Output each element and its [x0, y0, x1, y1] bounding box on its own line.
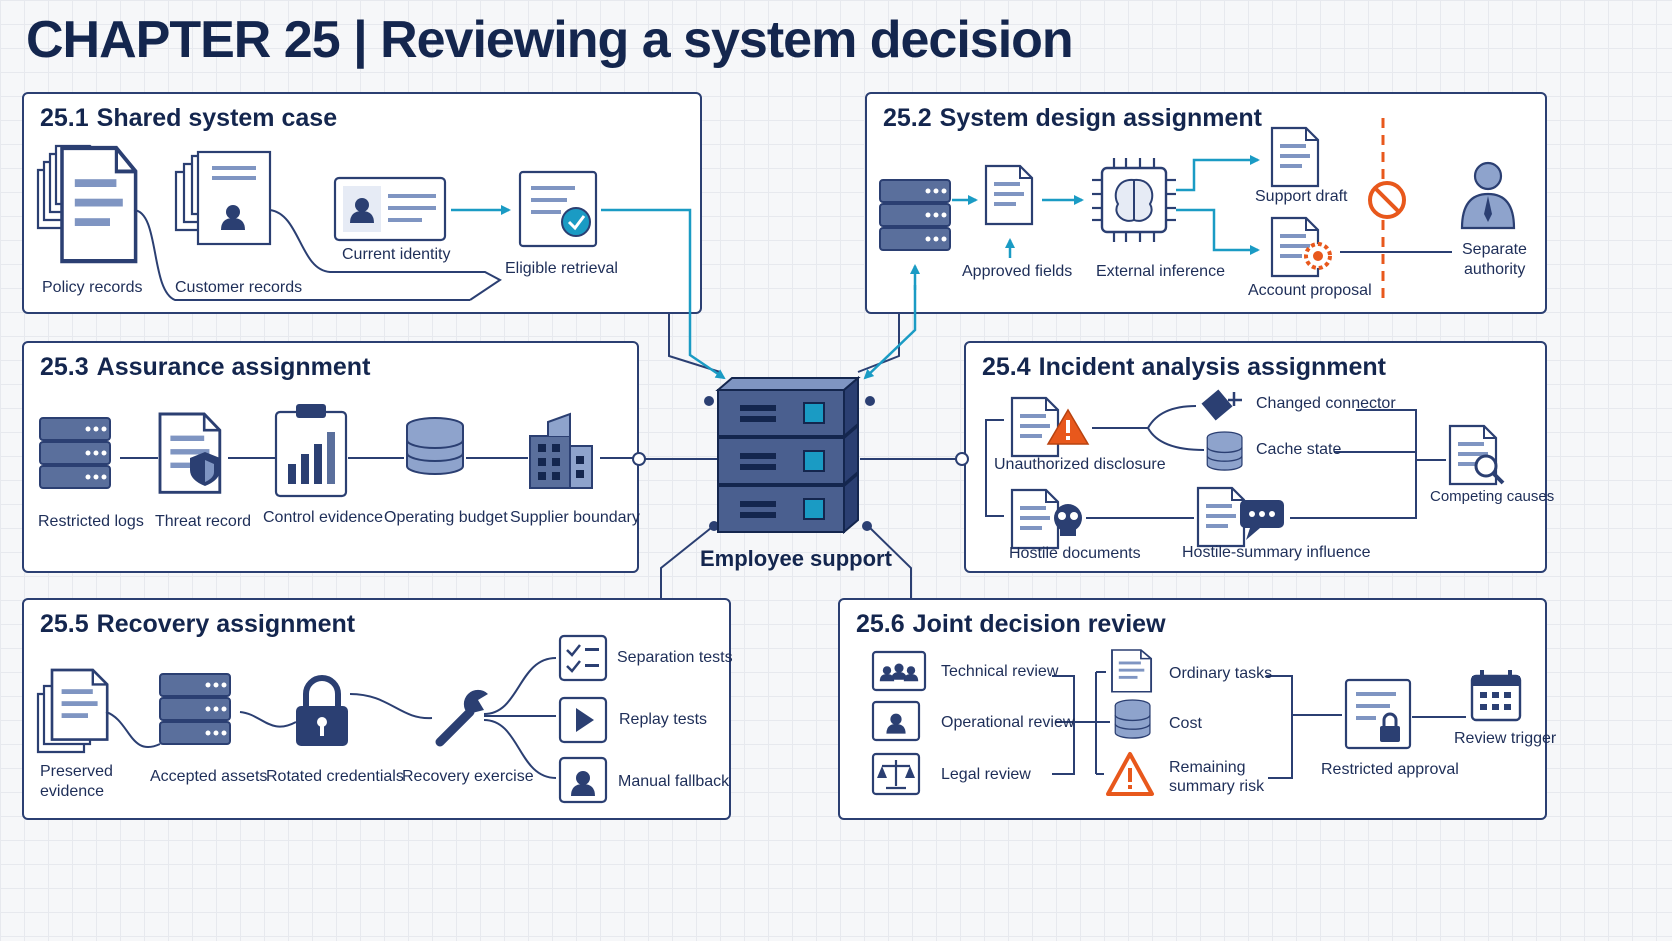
operating-budget-label: Operating budget	[384, 509, 508, 526]
section-number: 25.5	[40, 610, 89, 638]
unauthorized-disclosure-label: Unauthorized disclosure	[994, 456, 1166, 473]
legal-review-label: Legal review	[941, 766, 1031, 783]
separation-tests-label: Separation tests	[617, 649, 733, 666]
control-evidence-label: Control evidence	[263, 509, 384, 526]
section-number: 25.2	[883, 104, 932, 132]
hostile-documents-label: Hostile documents	[1009, 545, 1141, 562]
section-number: 25.6	[856, 610, 905, 638]
recovery-exercise-label: Recovery exercise	[402, 768, 534, 785]
section-title: Assurance assignment	[96, 353, 371, 381]
threat-record-label: Threat record	[155, 513, 252, 530]
technical-review-label: Technical review	[941, 663, 1059, 680]
remaining-risk-label-2: summary risk	[1169, 778, 1265, 795]
section-title: System design assignment	[939, 104, 1262, 132]
remaining-risk-label-1: Remaining	[1169, 759, 1246, 776]
restricted-approval-label: Restricted approval	[1321, 761, 1459, 778]
customer-records-label: Customer records	[175, 279, 303, 296]
section-number: 25.4	[982, 353, 1031, 381]
preserved-evidence-label-2: evidence	[40, 783, 105, 800]
replay-tests-label: Replay tests	[619, 711, 708, 728]
support-draft-label: Support draft	[1255, 188, 1348, 205]
hostile-summary-label: Hostile-summary influence	[1182, 544, 1371, 561]
section-title: Joint decision review	[912, 610, 1166, 638]
page-title: CHAPTER 25 | Reviewing a system decision	[26, 11, 1074, 69]
link-s1-center	[668, 314, 721, 373]
ordinary-tasks-label: Ordinary tasks	[1169, 665, 1273, 682]
approved-fields-label: Approved fields	[962, 263, 1073, 280]
separate-authority-label-2: authority	[1464, 261, 1526, 278]
preserved-evidence-label-1: Preserved	[40, 763, 113, 780]
section-title: Recovery assignment	[96, 610, 356, 638]
server-stack-icon	[715, 375, 861, 535]
separate-authority-label-1: Separate	[1462, 241, 1527, 258]
accepted-assets-label: Accepted assets	[150, 768, 268, 785]
cache-state-label: Cache state	[1256, 441, 1342, 458]
eligible-retrieval-label: Eligible retrieval	[505, 260, 618, 277]
restricted-logs-label: Restricted logs	[38, 513, 144, 530]
section-number: 25.1	[40, 104, 89, 132]
changed-connector-label: Changed connector	[1256, 395, 1396, 412]
manual-fallback-label: Manual fallback	[618, 773, 730, 790]
cost-label: Cost	[1169, 715, 1202, 732]
review-trigger-label: Review trigger	[1454, 730, 1557, 747]
section-number: 25.3	[40, 353, 89, 381]
rotated-credentials-label: Rotated credentials	[266, 768, 404, 785]
policy-records-label: Policy records	[42, 279, 143, 296]
section-title: Shared system case	[96, 104, 338, 132]
employee-support-label: Employee support	[700, 546, 892, 571]
current-identity-label: Current identity	[342, 246, 451, 263]
section-title: Incident analysis assignment	[1038, 353, 1387, 381]
link-s2-center	[857, 314, 900, 373]
operational-review-label: Operational review	[941, 714, 1075, 731]
supplier-boundary-label: Supplier boundary	[510, 509, 640, 526]
competing-causes-label: Competing causes	[1430, 488, 1555, 505]
external-inference-label: External inference	[1096, 263, 1225, 280]
account-proposal-label: Account proposal	[1248, 282, 1372, 299]
